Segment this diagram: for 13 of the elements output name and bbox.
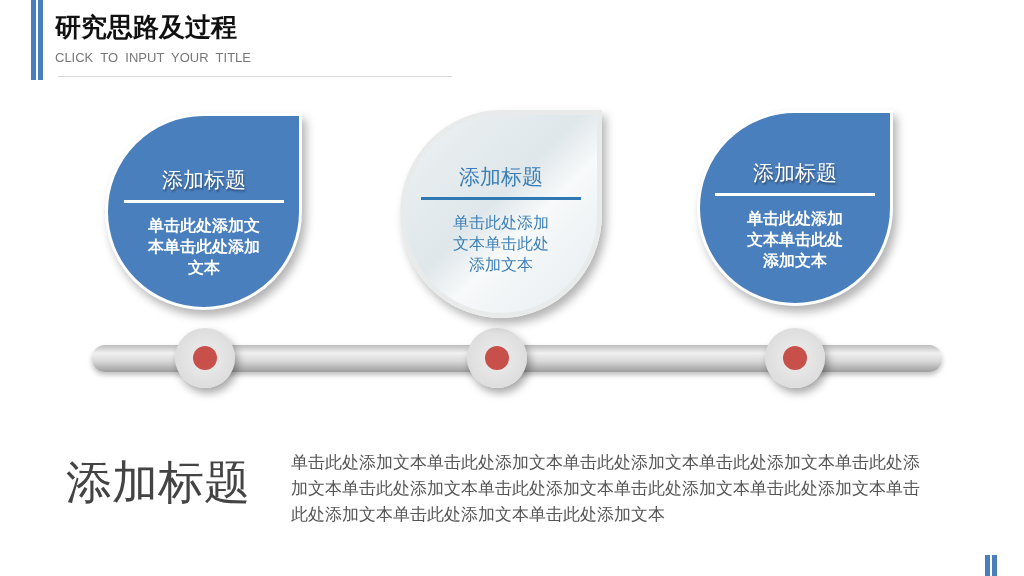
drop-shape bbox=[697, 110, 893, 306]
drop-shape bbox=[400, 110, 602, 318]
page-title: 研究思路及过程 bbox=[55, 11, 237, 44]
step-description: 单击此处添加文本单击此处添加文本 bbox=[452, 212, 550, 275]
step-heading: 添加标题 bbox=[715, 159, 875, 196]
step-description: 单击此处添加文本单击此处添加文本 bbox=[746, 208, 844, 271]
subtitle: CLICK TO INPUT YOUR TITLE bbox=[55, 50, 251, 65]
body-paragraph: 单击此处添加文本单击此处添加文本单击此处添加文本单击此处添加文本单击此处添加文本单击此处添加文本单击此处添加文本单击此处添加文本单击此处添加文本单击此处添加文本单击此处添加文本单击此处添加文本 bbox=[291, 451, 921, 526]
step-heading: 添加标题 bbox=[123, 166, 284, 203]
section-heading: 添加标题 bbox=[66, 454, 250, 511]
drop-shape bbox=[105, 113, 302, 310]
step-heading: 添加标题 bbox=[421, 163, 581, 200]
step-description: 单击此处添加文本单击此处添加文本 bbox=[146, 215, 261, 278]
